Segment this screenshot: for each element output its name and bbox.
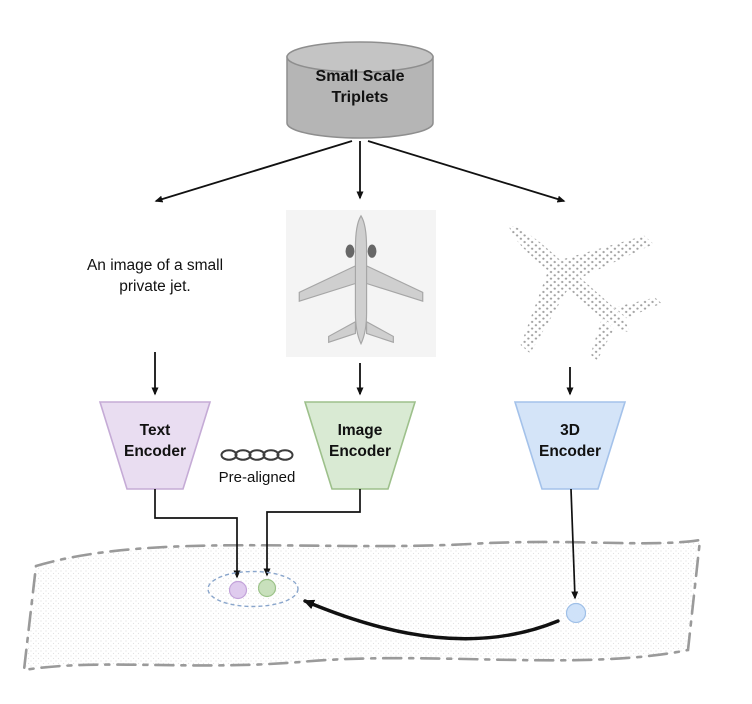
image-input: [286, 210, 436, 357]
text-input-sample: An image of a small private jet.: [86, 257, 224, 295]
database-label: Small Scale Triplets: [315, 68, 405, 106]
text-embedding-dot: [228, 580, 248, 600]
image-encoder-label: Image Encoder: [328, 422, 391, 460]
image-encoder-shape: [303, 401, 417, 490]
shape-encoder-shape: [513, 401, 627, 490]
embedding-space-surface: [22, 538, 702, 672]
airplane-image-icon: [298, 214, 424, 346]
arrow-db-to-pointcloud: [367, 140, 566, 203]
shape-embedding-dot: [565, 602, 587, 624]
connector-text-encoder-to-dot: [154, 489, 241, 579]
pointcloud-input: [478, 198, 668, 366]
chain-icon: [220, 449, 294, 461]
image-embedding-dot: [257, 578, 277, 598]
text-encoder-label: Text Encoder: [123, 422, 186, 460]
triplet-database-cylinder: [286, 41, 434, 139]
airplane-pointcloud-icon: [508, 224, 662, 361]
prealigned-label: Pre-aligned: [218, 469, 296, 486]
arrow-db-to-text: [154, 140, 353, 203]
alignment-ellipse: [207, 570, 299, 608]
connector-image-encoder-to-dot: [263, 489, 361, 577]
connector-shape-encoder-to-dot: [570, 488, 579, 600]
text-encoder-shape: [98, 401, 212, 490]
alignment-arrow: [303, 599, 560, 641]
shape-encoder-label: 3D Encoder: [538, 422, 601, 460]
